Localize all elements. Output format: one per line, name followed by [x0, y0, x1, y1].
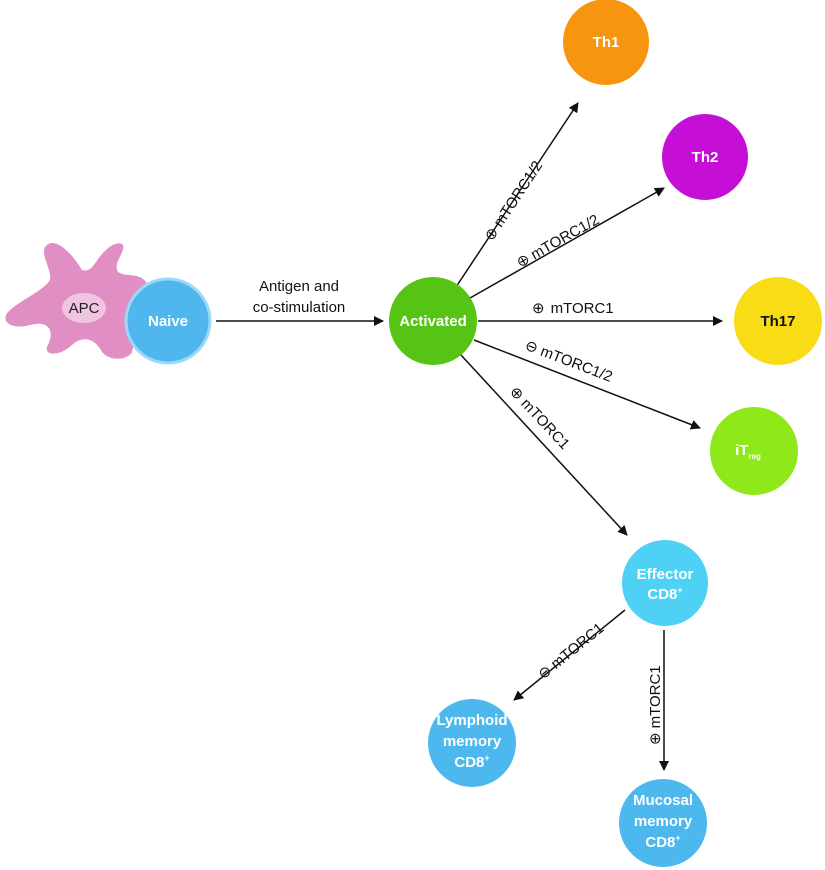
arrow-to-itreg	[473, 339, 701, 430]
th17-circle	[734, 277, 822, 365]
effector-label-line1: Effector	[637, 566, 694, 583]
edge-label-th2: ⊕mTORC1/2	[514, 211, 603, 271]
mucosal-node: Mucosal memory CD8+	[619, 779, 707, 867]
mucosal-sup: +	[675, 833, 680, 843]
arrow-to-th1	[455, 102, 579, 288]
edge-label-itreg: ⊖mTORC1/2	[523, 337, 615, 386]
th2-node: Th2	[662, 114, 748, 200]
th1-label: Th1	[593, 34, 620, 51]
naive-circle	[124, 277, 212, 365]
edge-text-lymphoid: mTORC1	[548, 620, 608, 673]
th1-node: Th1	[563, 0, 649, 85]
apc-label: APC	[69, 300, 100, 317]
activated-circle	[389, 277, 477, 365]
edge-sign-itreg: ⊖	[523, 337, 541, 357]
effector-sup: +	[677, 585, 682, 595]
lymphoid-label-line1: Lymphoid	[436, 712, 507, 729]
th17-label: Th17	[760, 313, 795, 330]
lymphoid-label-line3: CD8+	[454, 753, 489, 771]
arrow-to-lymphoid	[513, 609, 626, 701]
mucosal-label-line2: memory	[634, 813, 693, 830]
activated-node: Activated	[389, 277, 477, 365]
edge-label-th1: ⊕mTORC1/2	[481, 158, 546, 244]
lymphoid-label-line2: memory	[443, 733, 502, 750]
edge-text-th2: mTORC1/2	[528, 211, 602, 263]
edge-text-th17: mTORC1	[551, 300, 614, 317]
lymphoid-sup: +	[484, 753, 489, 763]
lymphoid-node: Lymphoid memory CD8+	[428, 699, 516, 787]
itreg-label: iTreg	[735, 442, 761, 461]
itreg-main: iT	[735, 442, 748, 459]
edge-sign-th17: ⊕	[532, 300, 545, 317]
edge-label-antigen-line2: co-stimulation	[253, 299, 346, 316]
edges	[216, 102, 723, 771]
edge-label-lymphoid: ⊖mTORC1	[535, 620, 608, 683]
mucosal-label-line3: CD8+	[645, 833, 680, 851]
apc-nucleus	[62, 293, 106, 323]
edge-label-th17: ⊕ mTORC1	[532, 300, 614, 317]
activated-label: Activated	[399, 313, 467, 330]
itreg-node: iTreg	[710, 407, 798, 495]
arrow-to-effector	[460, 354, 628, 536]
effector-node: Effector CD8+	[622, 540, 708, 626]
edge-label-mucosal: ⊕ mTORC1	[647, 665, 664, 745]
edge-sign-mucosal: ⊕	[647, 732, 664, 745]
mucosal-circle	[619, 779, 707, 867]
edge-text-mucosal: mTORC1	[647, 665, 664, 728]
apc-cell: APC	[5, 242, 148, 359]
edge-label-antigen-line1: Antigen and	[259, 278, 339, 295]
edge-label-effector: ⊕mTORC1	[506, 383, 573, 453]
itreg-circle	[710, 407, 798, 495]
th2-label: Th2	[692, 149, 719, 166]
naive-label: Naive	[148, 313, 188, 330]
effector-circle	[622, 540, 708, 626]
naive-node: Naive	[124, 277, 212, 365]
th2-circle	[662, 114, 748, 200]
effector-cd8: CD8	[647, 586, 677, 603]
mucosal-label-line1: Mucosal	[633, 792, 693, 809]
lymphoid-cd8: CD8	[454, 754, 484, 771]
itreg-sub: reg	[748, 452, 761, 461]
arrow-to-th2	[469, 187, 665, 299]
mucosal-cd8: CD8	[645, 834, 675, 851]
th1-circle	[563, 0, 649, 85]
lymphoid-circle	[428, 699, 516, 787]
th17-node: Th17	[734, 277, 822, 365]
effector-label-line2: CD8+	[647, 585, 682, 603]
edge-text-th1: mTORC1/2	[490, 158, 546, 230]
